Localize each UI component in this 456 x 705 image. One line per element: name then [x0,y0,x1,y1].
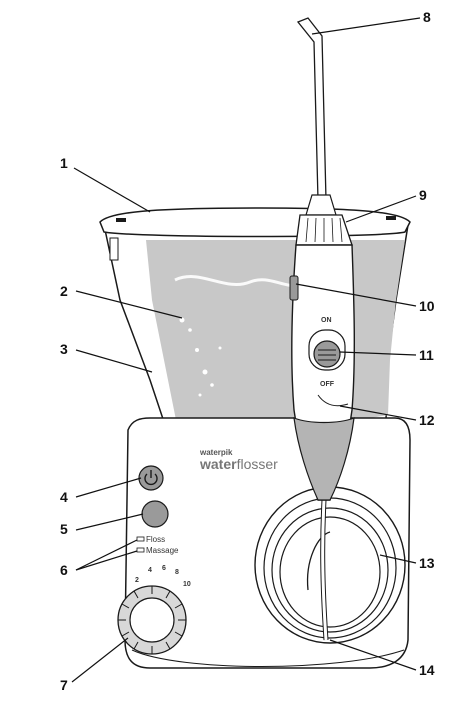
floss-indicator-light [136,536,145,542]
leader-6a [75,539,138,571]
leader-6b [75,550,138,571]
callout-2: 2 [60,283,68,299]
leader-5 [75,513,144,531]
switch-off-label: OFF [320,381,335,388]
callout-13: 13 [419,555,435,571]
callout-9: 9 [419,187,427,203]
handle-assembly: ON OFF [289,17,355,641]
floss-label: Floss [146,535,165,544]
leader-8 [311,17,421,35]
dial-scale: 2 4 6 8 10 [135,565,191,588]
leader-11 [339,351,417,356]
callout-5: 5 [60,521,68,537]
callout-1: 1 [60,155,68,171]
water-bubbles [179,317,222,397]
callout-12: 12 [419,412,435,428]
massage-label: Massage [146,546,179,555]
hose-inner [321,499,328,641]
water-surface [174,275,301,287]
lid-notch-right [386,216,396,220]
tip-ring-ridges [305,217,343,243]
callout-numbers: 1 2 3 4 5 6 7 8 9 10 11 12 13 14 [60,9,435,693]
callout-4: 4 [60,489,68,505]
lid-notch-left [116,218,126,222]
lid [99,207,411,238]
leader-14 [329,639,417,671]
tip [296,17,327,201]
leader-4 [75,477,142,498]
reservoir [99,207,411,441]
leader-7 [71,637,129,683]
callout-14: 14 [419,662,435,678]
leader-1 [73,167,151,213]
dial-scale-2: 2 [135,577,139,584]
mode-button[interactable] [141,500,169,528]
handle-grip [293,417,355,501]
switch-on-label: ON [321,317,332,324]
tip-collar [305,194,337,216]
brand-line1: waterpik [199,448,233,457]
dial-scale-8: 8 [175,569,179,576]
callout-8: 8 [423,9,431,25]
base-unit: waterpik waterflosser Floss Massage 2 4 … [117,417,411,669]
handle-detail-curve [317,394,349,407]
leader-2 [75,290,183,319]
leader-lines [71,17,421,683]
dial-scale-6: 6 [162,565,166,572]
callout-10: 10 [419,298,435,314]
brand-line2: waterflosser [199,456,278,472]
tip-eject-button[interactable] [289,275,299,301]
callout-3: 3 [60,341,68,357]
reservoir-water [146,240,405,430]
callout-7: 7 [60,677,68,693]
brand-water: water [199,456,237,472]
leader-9 [345,195,417,223]
dial-scale-4: 4 [148,567,152,574]
leader-12 [339,405,417,421]
massage-indicator-light [136,547,145,553]
pressure-dial[interactable] [117,585,187,655]
dial-scale-10: 10 [183,581,191,588]
reservoir-valve [109,237,119,261]
base-bottom-edge [131,649,405,667]
leader-13 [379,554,417,564]
handle-switch[interactable] [313,340,341,368]
callout-11: 11 [419,347,434,363]
callout-6: 6 [60,562,68,578]
leader-10 [295,283,417,307]
brand-flosser: flosser [237,456,279,472]
power-icon [144,470,158,486]
dial-ridges [118,586,186,654]
leader-3 [75,349,153,373]
